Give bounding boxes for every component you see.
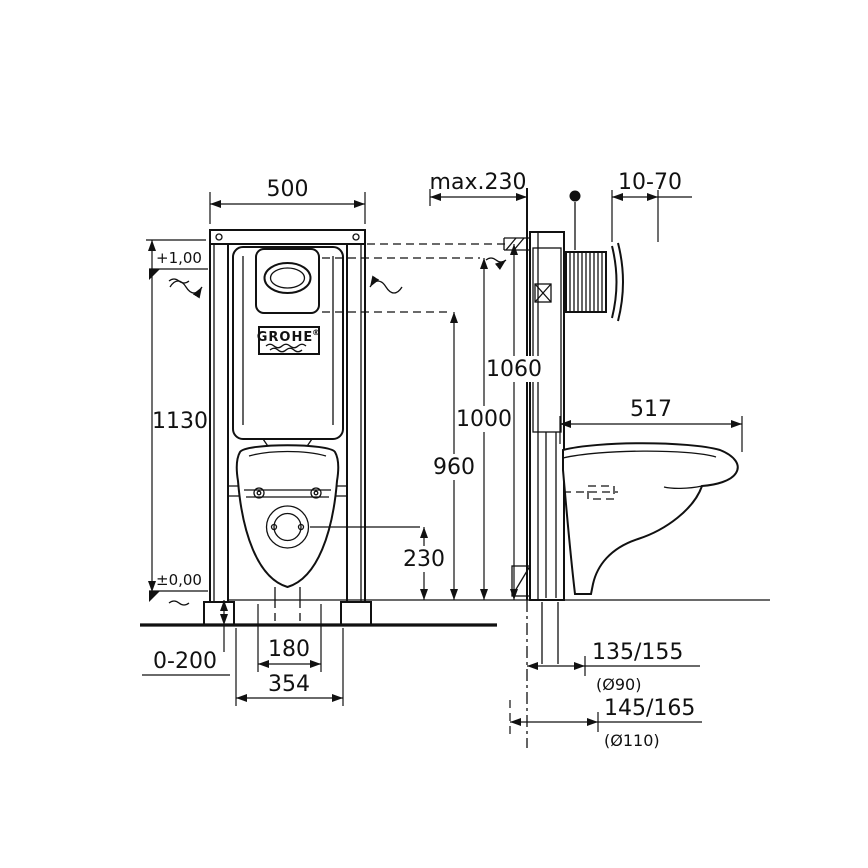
side-view: max.230 10-70 1060 1000 960 — [310, 170, 743, 750]
fixing-detail — [587, 485, 615, 500]
dimension-height-1130: 1130 — [146, 239, 208, 592]
level-arrow-icon — [149, 591, 160, 602]
drain-flange — [265, 505, 310, 549]
dimension-width-500: 500 — [209, 177, 366, 224]
flush-plate-front — [255, 248, 320, 314]
dimension-outlet-90: 135/155 (Ø90) — [527, 640, 700, 694]
frame-foot-left — [203, 601, 235, 626]
level-label-zero: ±0,00 — [156, 571, 202, 589]
brand-logo: GROHE ® — [257, 326, 320, 355]
dimension-drain-spacing: 180 — [257, 604, 322, 672]
frame-foot-right — [340, 601, 372, 626]
dimension-label-1000: 1000 — [456, 407, 512, 432]
dimension-height-1000: 1000 — [456, 258, 512, 600]
dimension-label-230: 230 — [403, 547, 445, 572]
dimension-bowl-depth-517: 517 — [559, 397, 743, 452]
registered-trademark: ® — [312, 328, 320, 337]
cistern-side — [532, 247, 562, 433]
diameter-label-110: (Ø110) — [604, 731, 660, 750]
dimension-label-517: 517 — [630, 397, 672, 422]
dimension-label-354: 354 — [268, 672, 310, 697]
toilet-bowl-side — [562, 442, 739, 595]
dimension-foot-adjust: 0-200 — [142, 600, 230, 676]
dimension-label-max230: max.230 — [430, 170, 527, 195]
dimension-label-0-200: 0-200 — [153, 649, 217, 674]
dimension-label-145-165: 145/165 — [604, 696, 695, 721]
dimension-label-500: 500 — [267, 177, 309, 202]
diameter-label-90: (Ø90) — [596, 675, 641, 694]
dimension-label-10-70: 10-70 — [618, 170, 682, 195]
dimension-label-135-155: 135/155 — [592, 640, 683, 665]
wall-break-icon — [169, 280, 203, 299]
front-view: GROHE ® 5 — [142, 177, 403, 706]
level-arrow-icon — [149, 269, 160, 280]
dimension-label-960: 960 — [433, 455, 475, 480]
level-wave-icon — [168, 600, 190, 606]
dimension-outlet-height-230: 230 — [400, 527, 448, 600]
dimension-depth-max230: max.230 — [429, 170, 527, 206]
dimension-height-1060: 1060 — [486, 244, 542, 600]
dimension-label-180: 180 — [268, 637, 310, 662]
dimension-fixing-width: 354 — [235, 628, 344, 706]
fixing-bolt-right — [310, 487, 322, 499]
logo-wave-icon — [269, 347, 303, 353]
wall-break-icon — [485, 257, 507, 270]
dimension-label-1060: 1060 — [486, 357, 542, 382]
brand-logo-text: GROHE — [257, 330, 314, 345]
dimension-outlet-110: 145/165 (Ø110) — [509, 696, 702, 750]
flush-plate-side — [565, 190, 624, 322]
dimension-plate-adjust: 10-70 — [611, 170, 692, 242]
wall-break-icon — [369, 275, 403, 294]
mounting-frame-side — [485, 231, 565, 601]
dimension-label-1130: 1130 — [152, 409, 208, 434]
level-mark-top: +1,00 — [149, 249, 208, 284]
dimension-height-960: 960 — [428, 312, 480, 600]
level-mark-floor: ±0,00 — [149, 571, 208, 606]
logo-wave-icon — [265, 343, 307, 349]
level-label-plus100: +1,00 — [156, 249, 202, 267]
toilet-bowl-front — [235, 444, 340, 623]
reference-dot — [569, 190, 581, 202]
fixing-bolt-left — [253, 487, 265, 499]
